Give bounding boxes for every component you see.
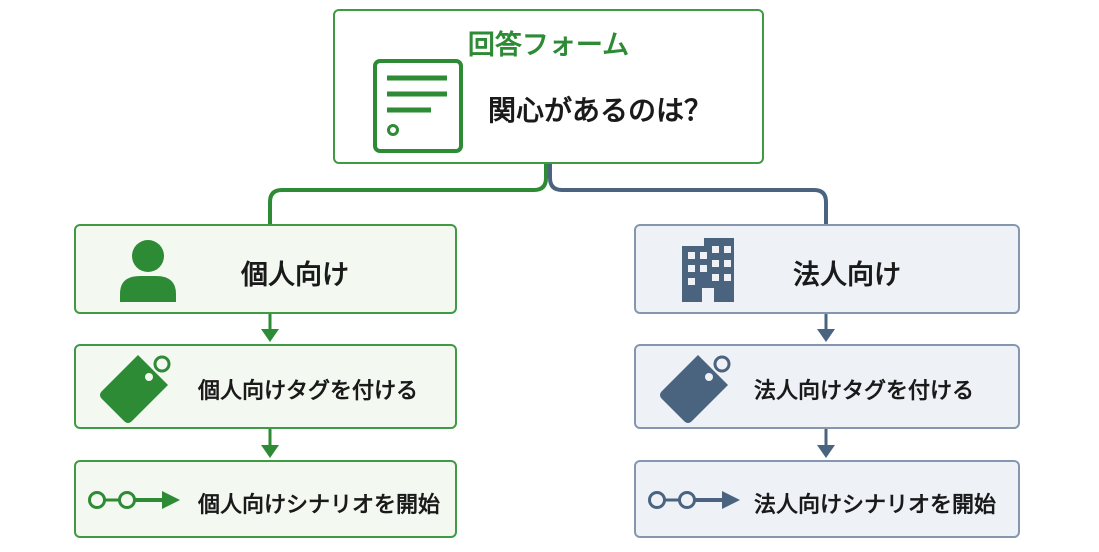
personal-scenario-step-box: 個人向けシナリオを開始	[74, 460, 457, 538]
arrow-corporate-tag-to-scenario	[817, 428, 835, 458]
personal-header-box: 個人向け	[74, 224, 457, 314]
corporate-header-label: 法人向け	[793, 260, 901, 291]
arrow-personal-tag-to-scenario	[261, 428, 279, 458]
personal-header-label: 個人向け	[241, 260, 349, 291]
corporate-header-box: 法人向け	[634, 224, 1020, 314]
corporate-tag-step-label: 法人向けタグを付ける	[754, 379, 975, 404]
personal-tag-step-box: 個人向けタグを付ける	[74, 344, 457, 429]
personal-tag-step-label: 個人向けタグを付ける	[198, 379, 419, 404]
connector-root-to-corporate	[548, 164, 828, 224]
arrow-personal-to-tag	[261, 313, 279, 342]
scenario-flow-icon	[88, 491, 180, 509]
tag-icon	[660, 355, 731, 423]
root-title: 回答フォーム	[467, 30, 630, 61]
personal-scenario-step-label: 個人向けシナリオを開始	[198, 493, 441, 518]
root-form-box: 回答フォーム 関心があるのは？	[333, 9, 764, 164]
connector-root-to-personal	[268, 164, 548, 224]
person-icon	[120, 240, 176, 302]
root-question: 関心があるのは？	[488, 94, 713, 127]
corporate-tag-step-box: 法人向けタグを付ける	[634, 344, 1020, 429]
corporate-scenario-step-label: 法人向けシナリオを開始	[754, 493, 997, 518]
form-document-icon	[373, 59, 463, 153]
arrow-corporate-to-tag	[817, 313, 835, 342]
building-icon	[682, 238, 734, 302]
scenario-flow-icon	[648, 491, 740, 509]
corporate-scenario-step-box: 法人向けシナリオを開始	[634, 460, 1020, 538]
tag-icon	[100, 355, 171, 423]
